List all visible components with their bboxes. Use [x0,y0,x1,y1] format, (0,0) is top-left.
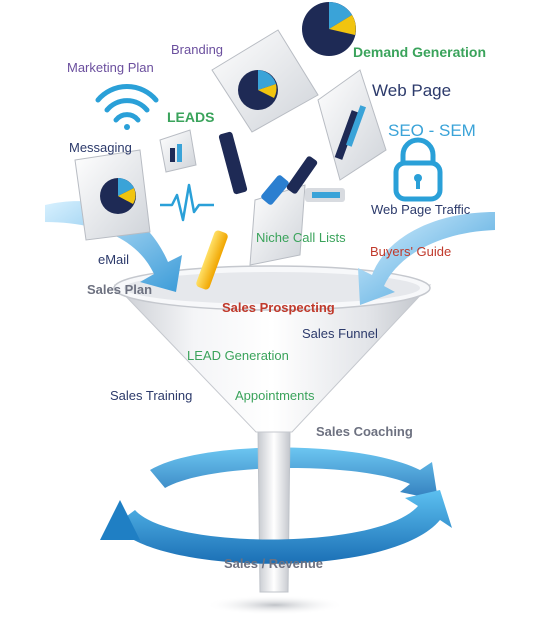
cycle-arrow-head-left [100,500,140,540]
label-messaging: Messaging [69,140,132,155]
label-appointments: Appointments [235,388,315,403]
label-sales-coaching: Sales Coaching [316,424,413,439]
label-seo-sem: SEO - SEM [388,121,476,140]
label-marketing-plan: Marketing Plan [67,60,154,75]
label-web-page-traffic: Web Page Traffic [371,202,471,217]
label-leads: LEADS [167,109,215,125]
right-inflow-arrow [358,212,495,305]
label-sales-funnel: Sales Funnel [302,326,378,341]
heartbeat-icon [160,183,214,222]
document-left [74,149,151,241]
label-sales-plan: Sales Plan [87,282,153,297]
wifi-icon [95,84,159,130]
label-branding: Branding [171,42,224,57]
label-sales-revenue: Sales / Revenue [224,556,323,571]
document-top [211,29,319,133]
label-niche-call-lists: Niche Call Lists [256,230,346,245]
label-sales-training: Sales Training [110,388,193,403]
bar-gold [196,230,228,290]
cycle-arrow-front [115,490,452,564]
document-right [317,69,387,181]
bar-blue-1 [261,175,289,205]
cycle-arrow-back [150,447,438,500]
label-sales-prospecting: Sales Prospecting [222,300,335,315]
label-lead-generation: LEAD Generation [187,348,289,363]
pie-chart-floating [302,2,356,56]
document-center [249,184,306,266]
small-doc-left [159,129,197,173]
label-demand-generation: Demand Generation [353,44,487,60]
bar-navy-1 [218,131,248,195]
bar-blue-2 [312,192,340,198]
label-email: eMail [98,252,130,267]
ground-shadow [205,595,345,615]
label-buyers-guide: Buyers' Guide [370,244,452,259]
left-inflow-arrow [45,201,182,292]
padlock-icon [393,137,443,202]
bar-navy-2 [286,156,318,194]
label-web-page: Web Page [372,81,452,100]
